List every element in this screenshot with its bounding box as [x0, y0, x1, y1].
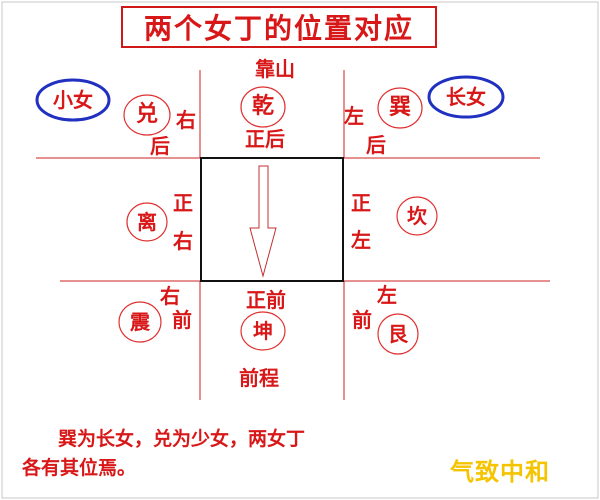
ellipse-gen	[377, 313, 419, 355]
caption-line-2: 各有其位焉。	[22, 457, 137, 479]
label-xiaonv: 小女	[53, 88, 93, 112]
ellipse-zhangnv	[427, 75, 505, 119]
ellipse-kan	[396, 196, 438, 236]
label-you-left: 右	[173, 229, 193, 253]
trigram-gen: 艮	[388, 322, 408, 346]
label-hou-left: 后	[150, 134, 170, 158]
brand-signature: 气致中和	[450, 458, 550, 486]
ellipse-zhen	[118, 301, 162, 343]
trigram-qian: 乾	[251, 94, 275, 119]
ellipse-li	[126, 202, 168, 242]
label-you-lower: 右	[160, 284, 180, 308]
center-square	[200, 157, 344, 282]
label-zhengqian: 正前	[246, 288, 286, 312]
trigram-xun: 巽	[388, 95, 412, 120]
label-kaoshan: 靠山	[255, 57, 295, 81]
ellipse-xiaonv	[35, 78, 111, 122]
label-you-upper: 右	[176, 108, 196, 132]
label-zhenghou: 正后	[245, 127, 285, 151]
title-box: 两个女丁的位置对应	[121, 6, 437, 48]
label-zuo-lower: 左	[377, 283, 397, 307]
ellipse-kun	[240, 311, 286, 351]
ellipse-xun	[377, 87, 423, 129]
label-zhangnv: 长女	[446, 85, 486, 109]
label-qiancheng: 前程	[239, 366, 279, 390]
label-zheng-left: 正	[173, 191, 193, 215]
label-zuo-upper: 左	[344, 104, 364, 128]
trigram-zhen: 震	[130, 310, 150, 334]
diagram-title: 两个女丁的位置对应	[143, 12, 414, 45]
trigram-kan: 坎	[407, 204, 427, 228]
ellipse-qian	[240, 86, 286, 128]
label-hou-right: 后	[366, 133, 386, 157]
ellipse-dui	[123, 94, 171, 136]
caption-line-1: 巽为长女，兑为少女，两女丁	[58, 428, 306, 450]
label-qian-left: 前	[172, 308, 192, 332]
trigram-kun: 坤	[253, 319, 273, 343]
label-zuo-right: 左	[351, 228, 371, 252]
label-zheng-right: 正	[351, 191, 371, 215]
trigram-li: 离	[137, 210, 157, 234]
trigram-dui: 兑	[135, 102, 159, 127]
center-down-arrow	[249, 165, 277, 278]
label-qian-right: 前	[352, 308, 372, 332]
